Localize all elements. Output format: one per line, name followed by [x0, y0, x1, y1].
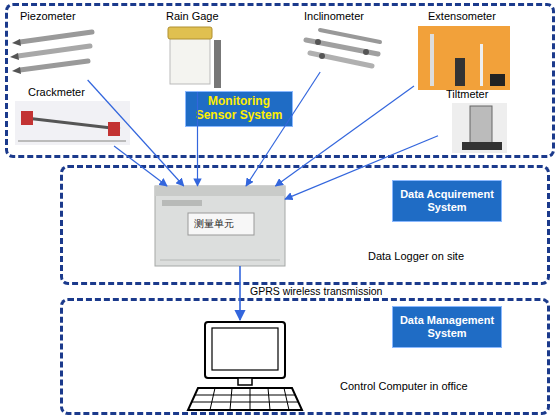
crackmeter-base: [18, 140, 126, 142]
monitor-frame: [205, 322, 285, 378]
sensor-item: Crackmeter: [14, 84, 132, 146]
monitor-stand: [238, 378, 252, 385]
data-logger-illustration: [155, 186, 285, 266]
connector-arrow: [285, 136, 438, 199]
logger-lid: [155, 186, 285, 196]
piezometer-rod: [18, 46, 90, 56]
sensor-label: Rain Gage: [166, 10, 219, 22]
extensometer-rod: [480, 44, 483, 86]
sensor-label: Crackmeter: [28, 86, 85, 98]
connector-arrow: [197, 92, 198, 186]
extensometer-head: [455, 58, 465, 86]
keyboard-row: [191, 402, 298, 403]
connector-arrow: [88, 80, 184, 186]
sensor-label: Extensometer: [428, 10, 496, 22]
tiltmeter-illustration: [452, 103, 507, 153]
crackmeter-bar: [26, 118, 120, 129]
keyboard-row: [194, 395, 295, 396]
system-group-box: Data Acquirement SystemData Logger on si…: [60, 165, 550, 285]
system-title-box: Data Acquirement System: [392, 180, 502, 222]
device-item: Control Computer in office: [195, 320, 302, 410]
crackmeter-photo: [15, 101, 130, 145]
probe-wheel: [363, 49, 369, 55]
gage-post: [214, 40, 221, 88]
sensor-item: Extensometer: [414, 8, 514, 92]
tiltmeter-photo: [452, 103, 507, 153]
connector-arrow: [239, 266, 241, 320]
piezometer-rod: [20, 32, 92, 42]
crackmeter-illustration: [15, 101, 130, 145]
connector-arrow: [275, 86, 414, 186]
crackmeter-anchor: [108, 122, 120, 136]
sensor-item: Piezometer: [12, 8, 98, 80]
device-caption: Control Computer in office: [340, 380, 468, 392]
system-group-box: Monitoring Sensor System Piezometer Rain G…: [5, 3, 555, 158]
sensor-label: Tiltmeter: [446, 88, 488, 100]
keyboard-key: [268, 388, 270, 410]
keyboard-key: [210, 388, 215, 410]
sensor-item: Tiltmeter: [438, 86, 514, 154]
extensometer-rod: [430, 34, 434, 86]
sensor-label: Inclinometer: [304, 10, 364, 22]
sensor-label: Piezometer: [20, 10, 76, 22]
logger-badge: [162, 200, 202, 206]
keyboard-key: [284, 388, 289, 410]
keyboard: [188, 388, 302, 410]
probe-wheel: [319, 53, 325, 59]
piezometer-rod: [20, 61, 88, 70]
edge-label: GPRS wireless transmission: [250, 285, 382, 297]
logger-plate-text: 测量单元: [194, 217, 234, 231]
piezometer-illustration: [10, 32, 92, 74]
logger-cabinet: [155, 186, 285, 266]
piezometer-tip: [12, 39, 21, 46]
rain-gage-illustration: [168, 27, 221, 88]
sensor-item: Rain Gage: [160, 8, 235, 92]
system-title-box: Data Management System: [392, 306, 502, 348]
inclinometer-illustration: [306, 30, 380, 66]
extensometer-illustration: [418, 26, 510, 90]
gage-body: [170, 36, 210, 84]
tiltmeter-base: [462, 142, 502, 150]
crackmeter-anchor: [21, 111, 33, 125]
gage-funnel: [168, 27, 212, 39]
connector-arrow: [246, 72, 320, 186]
extensometer-photo: [418, 26, 510, 90]
device-caption: Data Logger on site: [368, 250, 464, 262]
piezometer-tip: [12, 67, 21, 74]
probe-wheel: [315, 39, 321, 45]
piezometer-tip: [10, 53, 19, 60]
keyboard-key: [230, 388, 232, 410]
sensor-item: Inclinometer: [298, 8, 384, 72]
extensometer-head: [490, 74, 505, 86]
monitor-screen: [212, 328, 278, 370]
logger-seam: [160, 260, 280, 261]
inclinometer-probe: [320, 30, 380, 42]
tiltmeter-body: [470, 106, 492, 146]
system-group-box: Data Management SystemControl Computer i…: [60, 298, 550, 415]
computer-illustration: [188, 322, 302, 410]
connector-arrow: [114, 146, 167, 186]
logger-plate: [188, 213, 254, 235]
inclinometer-probe: [310, 53, 372, 66]
system-title-box: Monitoring Sensor System: [185, 91, 293, 127]
keyboard-key: [250, 388, 251, 410]
